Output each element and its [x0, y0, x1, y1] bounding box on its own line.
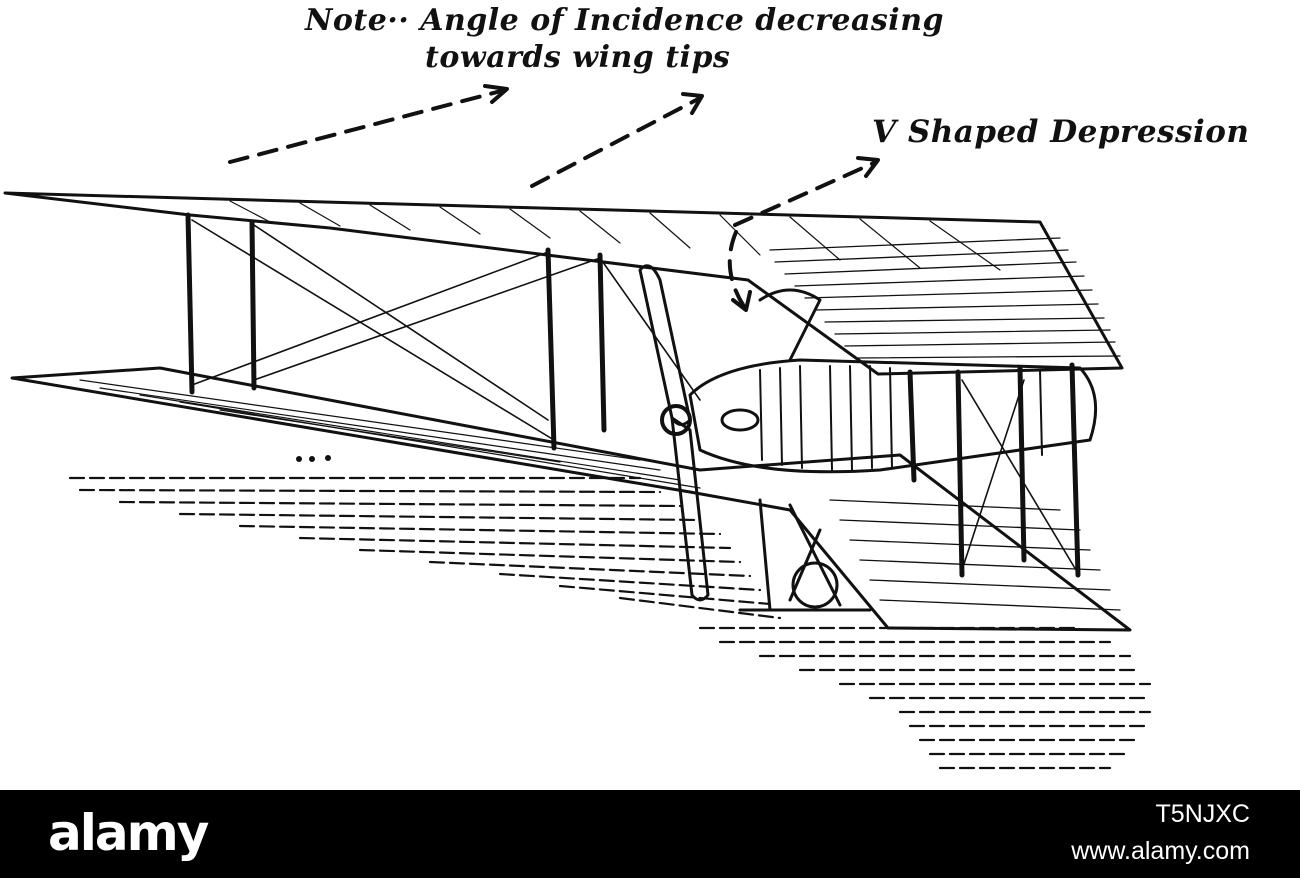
arrow-v-shape [733, 160, 878, 227]
bracing-wires [191, 219, 1077, 571]
watermark-footer: alamy T5NJXC www.alamy.com [0, 790, 1300, 878]
dots [296, 455, 331, 462]
annotation-v-shaped-depression: V Shaped Depression [872, 114, 1250, 150]
biplane-illustration [3, 84, 1152, 770]
struts [185, 212, 1081, 578]
upper-wing [3, 191, 1124, 376]
undercarriage [738, 498, 872, 612]
alamy-logo: alamy [48, 804, 209, 862]
site-url: www.alamy.com [1071, 837, 1250, 865]
biplane-drawing [3, 84, 1152, 770]
arrow-angle-2 [530, 96, 702, 188]
arrow-heads [483, 84, 880, 312]
lower-wing [10, 366, 1132, 632]
image-id: T5NJXC [1155, 800, 1250, 828]
annotation-arrows [228, 88, 878, 310]
propeller [638, 264, 710, 602]
annotation-angle-line1: Note·· Angle of Incidence decreasing [305, 3, 944, 38]
arrow-v-curve [727, 230, 747, 310]
arrow-angle-1 [228, 88, 507, 164]
ground-shadow [68, 476, 1152, 770]
annotation-angle-line2: towards wing tips [425, 40, 731, 75]
fuselage [688, 288, 1098, 474]
